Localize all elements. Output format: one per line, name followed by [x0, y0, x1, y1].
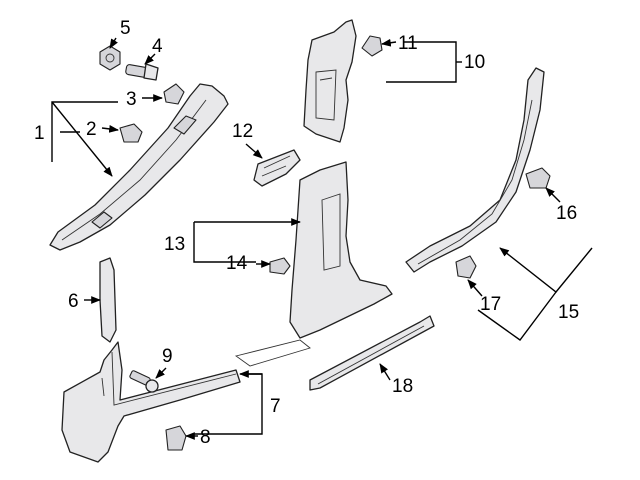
- clip-part-14: [269, 257, 291, 275]
- callout-12: 12: [232, 121, 253, 142]
- b-pillar-lower-trim: [234, 161, 393, 367]
- rocker-trim-part-15: [405, 67, 545, 273]
- callout-labels: 1 2 3 4 5 6 7 8 9 10 11 12 13 14 15 16 1…: [34, 18, 579, 448]
- callout-4: 4: [152, 36, 163, 57]
- callout-17: 17: [480, 294, 501, 315]
- a-pillar-trim: [49, 83, 229, 251]
- callout-1: 1: [34, 123, 45, 144]
- callout-11: 11: [398, 33, 418, 54]
- nut-part-5: [99, 45, 121, 71]
- clip-part-2: [119, 123, 143, 143]
- callout-14: 14: [226, 253, 248, 274]
- callout-9: 9: [162, 346, 173, 367]
- callout-15: 15: [558, 302, 579, 323]
- callout-2: 2: [86, 119, 97, 140]
- callout-7: 7: [270, 396, 281, 417]
- callout-13: 13: [164, 234, 185, 255]
- callout-3: 3: [126, 89, 137, 110]
- clip-part-8: [165, 425, 187, 451]
- belt-guide-part-12: [253, 149, 301, 187]
- clip-part-3: [163, 83, 185, 105]
- screw-part-9: [129, 370, 159, 393]
- callout-8: 8: [200, 427, 211, 448]
- cap-part-11: [361, 35, 383, 57]
- clip-part-16: [525, 167, 551, 189]
- callout-18: 18: [392, 376, 413, 397]
- b-pillar-upper-trim: [303, 19, 357, 143]
- leader-lines: [51, 37, 593, 440]
- clip-part-17: [455, 255, 477, 279]
- callout-6: 6: [68, 291, 79, 312]
- pillar-strip-part-6: [99, 257, 117, 343]
- pin-part-4: [125, 63, 159, 81]
- callout-16: 16: [556, 203, 577, 224]
- sill-plate-part-18: [309, 315, 435, 391]
- callout-5: 5: [120, 18, 131, 39]
- callout-10: 10: [464, 52, 485, 73]
- kick-panel-part-7: [61, 341, 241, 463]
